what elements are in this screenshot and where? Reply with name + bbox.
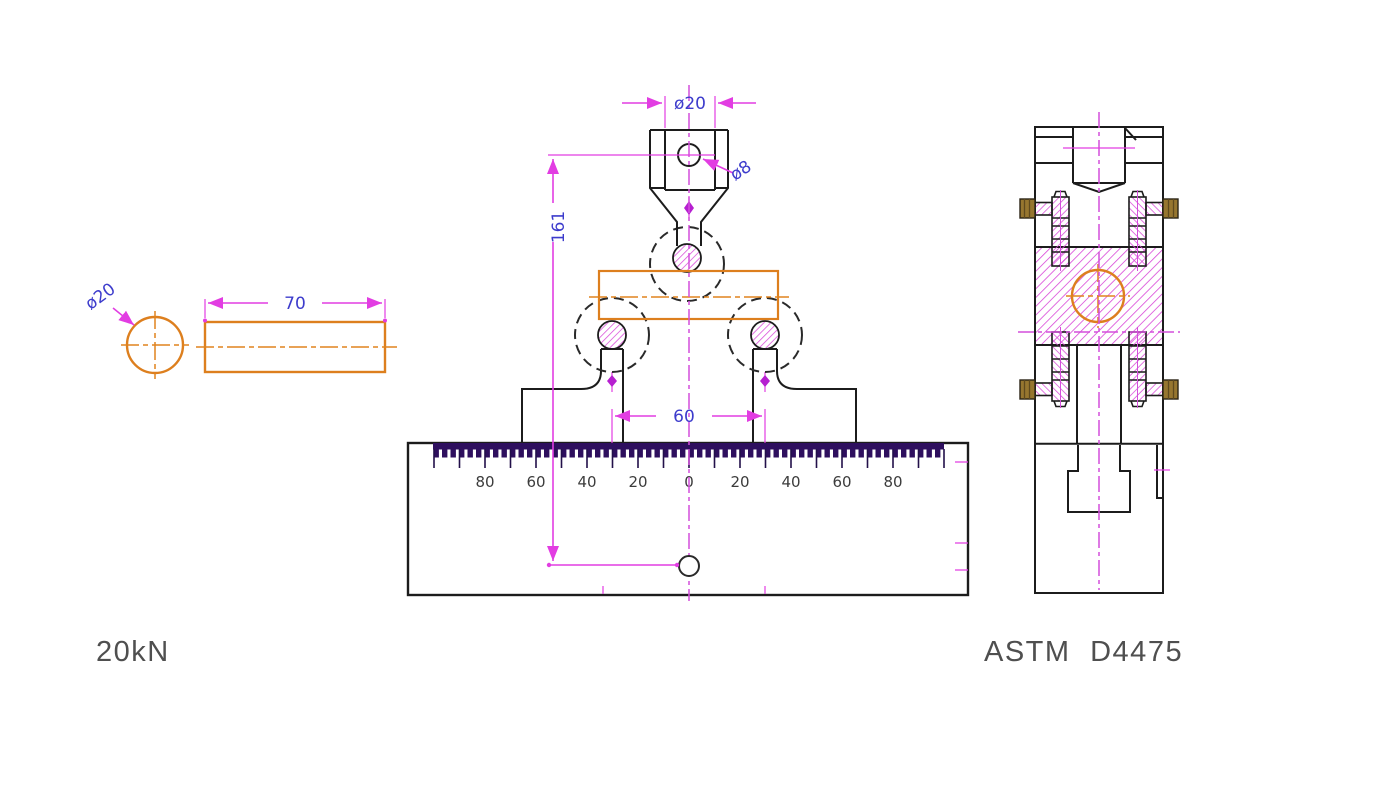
clevis-width-label: ø20 [674, 94, 706, 114]
lower-right-roller-circle [727, 297, 803, 373]
dimension-specimen-diameter: ø20 [82, 279, 135, 326]
ruler-label: 40 [577, 473, 596, 491]
ruler-major-ticks [433, 449, 945, 468]
base-bottom-ticks [602, 586, 766, 594]
specimen-section-view: ø20 [82, 279, 189, 379]
right-support-center-mark [760, 375, 770, 387]
ruler-label: 80 [475, 473, 494, 491]
base-hole [678, 555, 700, 577]
dimension-clevis-hole: ø8 [702, 157, 756, 185]
specimen-length-label: 70 [284, 294, 306, 314]
height-label: 161 [549, 211, 569, 243]
standard-label: ASTM D4475 [984, 636, 1183, 668]
ruler-band [433, 443, 944, 450]
upper-pin [672, 243, 702, 273]
right-support [752, 348, 857, 443]
front-view: 80 60 40 20 0 20 40 60 80 [406, 85, 970, 601]
base-right-edge-ticks [955, 461, 968, 571]
ruler-label: 40 [781, 473, 800, 491]
lower-right-pin [750, 320, 780, 350]
t-slot-block [1067, 445, 1170, 513]
ruler-label: 60 [526, 473, 545, 491]
dimension-clevis-width: ø20 [622, 94, 756, 128]
dimension-height-161: 161 [546, 154, 715, 568]
ruler-label: 20 [730, 473, 749, 491]
left-support [521, 348, 624, 443]
lower-left-pin [597, 320, 627, 350]
right-edge-slot [1156, 445, 1163, 499]
ruler-label: 60 [832, 473, 851, 491]
dimension-specimen-length: 70 [203, 294, 387, 323]
ruler-label: 20 [628, 473, 647, 491]
specimen-side-view: 70 [196, 294, 397, 374]
length-extension-lines [204, 299, 386, 318]
side-view [1018, 112, 1180, 594]
dimension-span-60: 60 [611, 407, 766, 443]
title-labels: 20kN ASTM D4475 [96, 636, 1183, 668]
diameter-leader-arrow [112, 307, 135, 326]
left-support-center-mark [607, 375, 617, 387]
clevis-hole-label: ø8 [727, 157, 756, 185]
specimen-end-centerlines [1066, 264, 1130, 328]
span-label: 60 [673, 407, 695, 427]
upper-roller-circle [649, 226, 725, 302]
specimen-circle-centerlines [121, 311, 189, 379]
ruler-label: 80 [883, 473, 902, 491]
load-rating-label: 20kN [96, 636, 170, 668]
lower-left-roller-circle [574, 297, 650, 373]
